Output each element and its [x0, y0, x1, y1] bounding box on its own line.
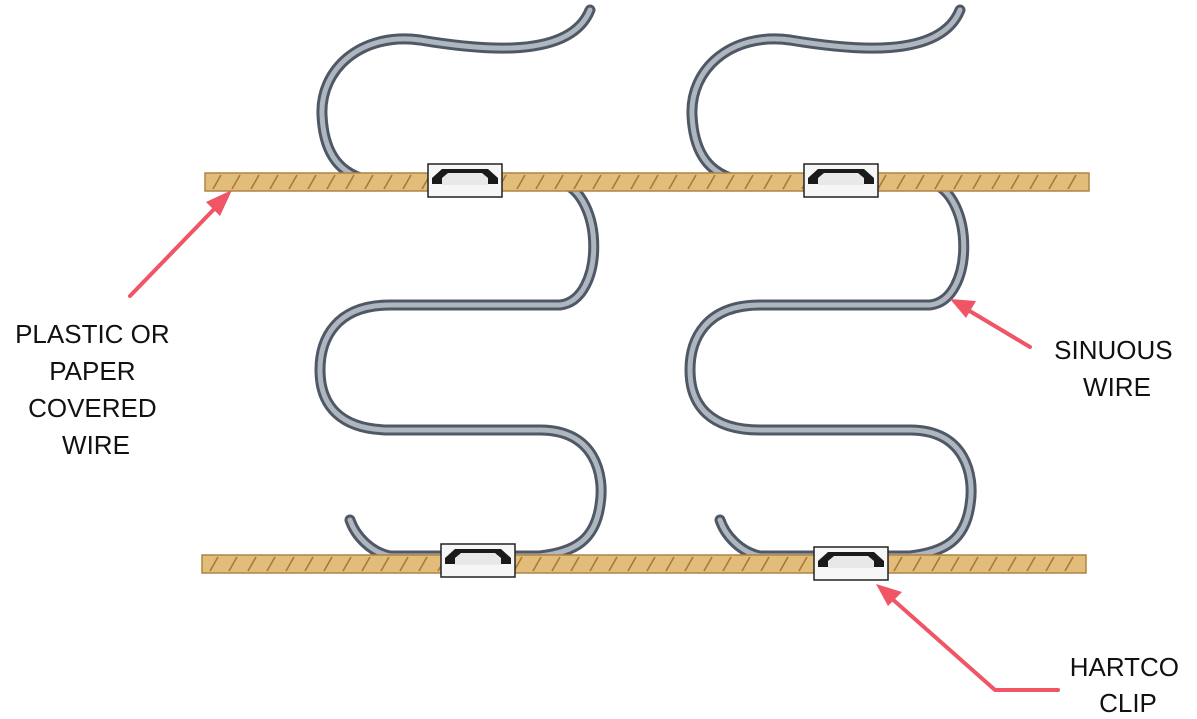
wire-wrap-stripe: [611, 174, 621, 190]
wire-wrap-stripe: [342, 556, 352, 572]
wire-wrap-stripe: [307, 174, 317, 190]
wire-wrap-stripe: [1029, 174, 1039, 190]
sinuous-wire-label-line-1: SINUOUS: [1054, 335, 1172, 365]
wire-wrap-stripe: [668, 174, 678, 190]
wire-wrap-stripe: [706, 174, 716, 190]
wire-wrap-stripe: [912, 556, 922, 572]
sinuous-wire-arrow: [950, 299, 1032, 349]
wire-wrap-stripe: [402, 174, 412, 190]
wire-wrap-stripe: [364, 174, 374, 190]
wire-wrap-stripe: [285, 556, 295, 572]
wire-wrap-stripe: [418, 556, 428, 572]
covered-wire-label-line-2: PAPER: [49, 356, 135, 386]
wire-wrap-stripe: [877, 174, 887, 190]
wire-wrap-stripe: [516, 174, 526, 190]
hartco-clip-label-line-1: HARTCO: [1070, 652, 1179, 682]
wire-wrap-stripe: [361, 556, 371, 572]
wire-wrap-stripe: [779, 556, 789, 572]
wire-wrap-stripe: [687, 174, 697, 190]
wire-wrap-stripe: [744, 174, 754, 190]
wire-wrap-stripe: [1026, 556, 1036, 572]
wire-wrap-stripe: [972, 174, 982, 190]
wire-wrap-stripe: [893, 556, 903, 572]
wire-wrap-stripe: [323, 556, 333, 572]
wire-wrap-stripe: [1064, 556, 1074, 572]
wire-wrap-stripe: [969, 556, 979, 572]
covered-wire-label-line-1: PLASTIC OR: [15, 319, 170, 349]
wire-wrap-stripe: [535, 174, 545, 190]
hartco-clip-bottom-right: [813, 546, 889, 581]
wire-wrap-stripe: [760, 556, 770, 572]
wire-wrap-stripe: [950, 556, 960, 572]
wire-wrap-stripe: [304, 556, 314, 572]
wire-wrap-stripe: [934, 174, 944, 190]
wire-wrap-stripe: [592, 174, 602, 190]
covered-wire-label: PLASTIC OR PAPER COVERED WIRE: [15, 319, 177, 460]
wire-wrap-stripe: [380, 556, 390, 572]
wire-wrap-stripe: [532, 556, 542, 572]
wire-wrap-stripe: [931, 556, 941, 572]
wire-wrap-stripe: [915, 174, 925, 190]
covered-wire-label-line-3: COVERED: [28, 393, 157, 423]
wire-wrap-stripe: [722, 556, 732, 572]
wire-wrap-stripe: [383, 174, 393, 190]
wire-wrap-stripe: [1067, 174, 1077, 190]
wire-wrap-stripe: [725, 174, 735, 190]
wire-wrap-stripe: [782, 174, 792, 190]
wire-wrap-stripe: [896, 174, 906, 190]
wire-wrap-stripe: [798, 556, 808, 572]
wire-wrap-stripe: [741, 556, 751, 572]
wire-wrap-stripe: [231, 174, 241, 190]
wire-wrap-stripe: [1048, 174, 1058, 190]
wire-wrap-stripe: [570, 556, 580, 572]
sinuous-wire-label-line-2: WIRE: [1083, 372, 1151, 402]
wire-wrap-stripe: [326, 174, 336, 190]
wire-wrap-stripe: [247, 556, 257, 572]
wire-wrap-stripe: [608, 556, 618, 572]
hartco-clip-label-line-2: CLIP: [1099, 688, 1157, 718]
wire-wrap-stripe: [551, 556, 561, 572]
wire-wrap-stripe: [209, 556, 219, 572]
sinuous-wire-left: [314, 4, 607, 562]
wire-wrap-stripe: [589, 556, 599, 572]
wire-wrap-stripe: [953, 174, 963, 190]
hartco-clip-bottom-left: [440, 543, 516, 578]
covered-wire-arrow: [128, 190, 232, 298]
wire-wrap-stripe: [665, 556, 675, 572]
wire-wrap-stripe: [988, 556, 998, 572]
wire-wrap-stripe: [288, 174, 298, 190]
wire-wrap-stripe: [228, 556, 238, 572]
wire-wrap-stripe: [627, 556, 637, 572]
wire-wrap-stripe: [250, 174, 260, 190]
wire-wrap-stripe: [212, 174, 222, 190]
wire-wrap-stripe: [703, 556, 713, 572]
wire-wrap-stripe: [684, 556, 694, 572]
sinuous-wire-right: [684, 4, 977, 562]
wire-wrap-stripe: [991, 174, 1001, 190]
wire-wrap-stripe: [1045, 556, 1055, 572]
hartco-clip-top-left: [427, 163, 503, 198]
wire-wrap-stripe: [763, 174, 773, 190]
wire-wrap-stripe: [630, 174, 640, 190]
sinuous-wire-label: SINUOUS WIRE: [1054, 335, 1180, 402]
covered-wire-label-line-4: WIRE: [62, 430, 130, 460]
wire-wrap-stripe: [266, 556, 276, 572]
wire-wrap-stripe: [573, 174, 583, 190]
hartco-clip-arrow: [876, 584, 1060, 692]
wire-wrap-stripe: [345, 174, 355, 190]
wire-wrap-stripe: [646, 556, 656, 572]
wire-wrap-stripe: [399, 556, 409, 572]
hartco-clip-label: HARTCO CLIP: [1070, 652, 1187, 718]
covered-wire-bottom: [201, 554, 1087, 574]
wire-wrap-stripe: [649, 174, 659, 190]
wire-wrap-stripe: [1010, 174, 1020, 190]
covered-wire-top: [204, 172, 1090, 192]
hartco-clip-top-right: [803, 163, 879, 198]
wire-wrap-stripe: [554, 174, 564, 190]
wire-wrap-stripe: [1007, 556, 1017, 572]
wire-wrap-stripe: [269, 174, 279, 190]
